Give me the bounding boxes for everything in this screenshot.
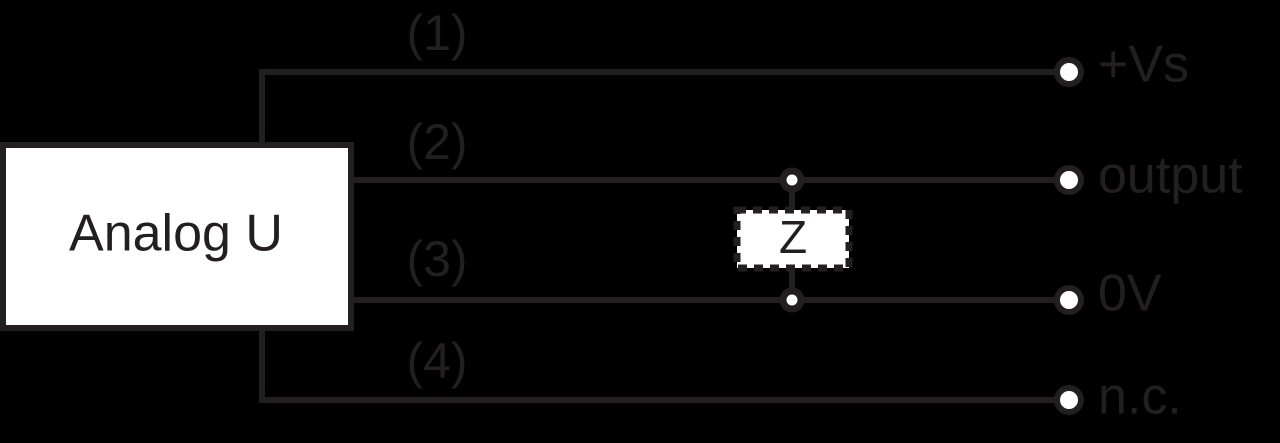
terminal-label-vs: +Vs xyxy=(1098,36,1189,94)
junction-dot-output xyxy=(779,167,805,193)
wire-path-4 xyxy=(259,327,1062,403)
terminal-label-nc: n.c. xyxy=(1098,368,1182,426)
wire-path-1 xyxy=(259,69,1062,146)
wire-number-label-1: (1) xyxy=(406,5,467,61)
device-box-label: Analog U xyxy=(69,205,283,263)
terminal-dot-vs[interactable] xyxy=(1054,57,1084,87)
wire-number-label-2: (2) xyxy=(406,114,467,170)
terminal-dot-0v[interactable] xyxy=(1054,285,1084,315)
terminal-label-output: output xyxy=(1098,147,1243,205)
load-box-label: Z xyxy=(779,211,807,263)
junction-dot-0v xyxy=(779,287,805,313)
wire-number-label-3: (3) xyxy=(406,231,467,287)
terminal-dot-output[interactable] xyxy=(1054,165,1084,195)
wire-number-label-4: (4) xyxy=(406,333,467,389)
load-box xyxy=(733,206,853,272)
terminal-label-0v: 0V xyxy=(1098,265,1162,323)
device-box xyxy=(0,142,354,331)
terminal-dot-nc[interactable] xyxy=(1054,385,1084,415)
